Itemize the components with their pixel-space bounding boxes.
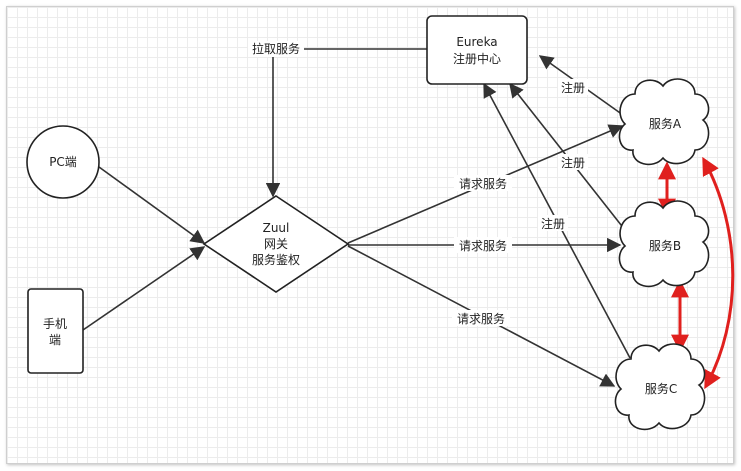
- service-c-label: 服务C: [645, 381, 677, 396]
- label-request-c: 请求服务: [457, 311, 505, 326]
- edge-pull-service: [265, 48, 427, 198]
- node-service-a[interactable]: 服务A: [618, 78, 710, 166]
- node-mobile[interactable]: 手机 端: [27, 288, 84, 374]
- label-pull-service: 拉取服务: [252, 41, 300, 56]
- mobile-label-line1: 手机: [43, 317, 67, 331]
- edge-pc-to-zuul: [98, 166, 206, 244]
- label-register-c: 注册: [541, 216, 565, 231]
- label-register-a: 注册: [561, 80, 585, 95]
- zuul-description: 服务鉴权: [252, 252, 300, 267]
- edge-labels: 拉取服务 请求服务 请求服务 请求服务 注册 注册 注册: [248, 41, 588, 326]
- eureka-title: Eureka: [456, 35, 497, 49]
- node-service-b[interactable]: 服务B: [618, 200, 710, 288]
- diagram-frame: [6, 6, 734, 464]
- zuul-title: Zuul: [263, 221, 290, 235]
- node-eureka[interactable]: Eureka 注册中心: [426, 15, 528, 85]
- peer-link-a-c: [702, 156, 735, 390]
- service-b-label: 服务B: [649, 238, 681, 253]
- label-request-b: 请求服务: [459, 238, 507, 253]
- label-request-a: 请求服务: [459, 176, 507, 191]
- node-pc[interactable]: PC端: [26, 125, 100, 199]
- pc-label: PC端: [49, 155, 77, 169]
- service-a-label: 服务A: [649, 116, 682, 131]
- edge-mobile-to-zuul: [82, 246, 206, 331]
- eureka-subtitle: 注册中心: [453, 51, 501, 66]
- label-register-b: 注册: [561, 155, 585, 170]
- zuul-subtitle: 网关: [264, 237, 288, 251]
- node-service-c[interactable]: 服务C: [614, 343, 706, 431]
- mobile-label-line2: 端: [49, 333, 61, 347]
- node-zuul[interactable]: Zuul 网关 服务鉴权: [202, 195, 350, 293]
